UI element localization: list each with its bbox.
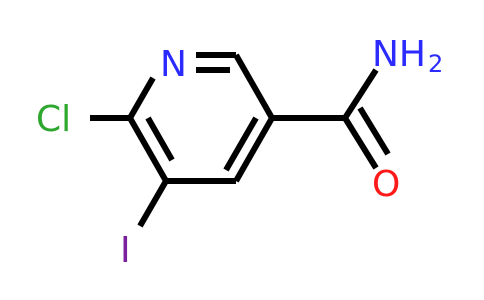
- atom-cl-label: Cl: [36, 99, 71, 140]
- bond-carbonyl-o-double: [357, 106, 391, 156]
- bond-carbonyl-o: [342, 116, 379, 170]
- bond-carbonyl-n: [342, 68, 379, 120]
- atom-nh2-subscript: 2: [428, 50, 443, 78]
- atom-o-label: O: [372, 164, 400, 205]
- bond-c6-n: [127, 76, 156, 120]
- bond-c2-c3: [233, 53, 275, 120]
- bond-c5-c6: [127, 116, 169, 183]
- atom-i-label: I: [120, 230, 131, 271]
- bond-c3-c4-inner: [223, 116, 259, 172]
- bond-c3-c4: [233, 116, 275, 183]
- bond-c5-i: [137, 179, 169, 228]
- atom-nh-text: NH: [372, 34, 426, 75]
- atom-n-label: N: [160, 44, 187, 85]
- bond-c6-c5-inner: [145, 116, 175, 162]
- atom-nh2-label: NH 2: [372, 34, 443, 78]
